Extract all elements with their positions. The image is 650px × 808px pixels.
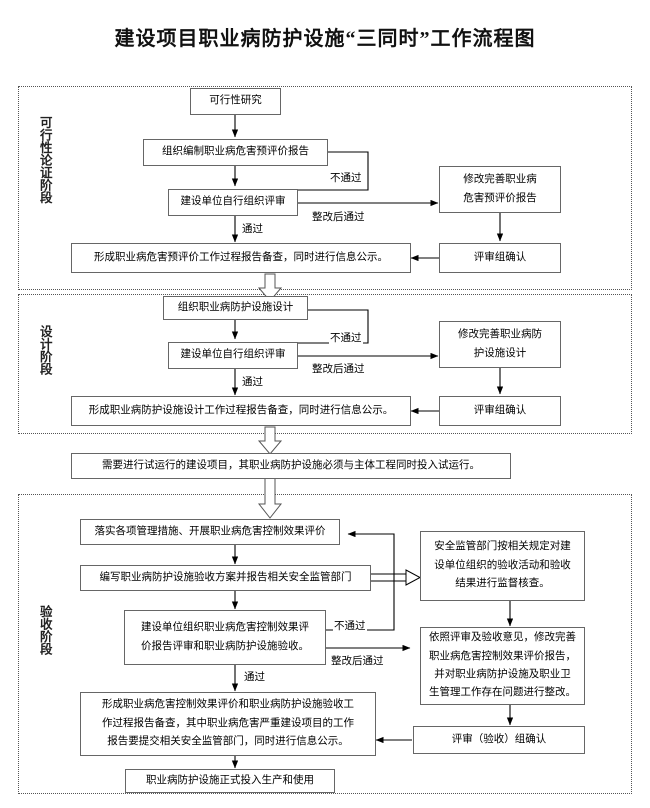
node-self-review-1[interactable]: 建设单位自行组织评审 — [168, 189, 298, 216]
edge-label-fail-2: 不通过 — [329, 330, 363, 345]
node-review-group-confirm-2[interactable]: 评审组确认 — [439, 396, 561, 426]
edge-label-pass-1: 通过 — [241, 221, 264, 236]
node-prepare-preassessment-report[interactable]: 组织编制职业病危害预评价报告 — [143, 139, 328, 166]
edge-label-pass-2: 通过 — [241, 374, 264, 389]
stage-box-feasibility — [18, 86, 632, 290]
node-acceptance-process-report[interactable]: 形成职业病危害控制效果评价和职业病防护设施验收工作过程报告备查，其中职业病危害严… — [80, 692, 376, 756]
edge-label-pass-after-fix-3: 整改后通过 — [330, 653, 385, 668]
node-write-acceptance-plan[interactable]: 编写职业病防护设施验收方案并报告相关安全监管部门 — [80, 565, 371, 591]
edge-label-fail-3: 不通过 — [333, 618, 367, 633]
node-organize-protection-design[interactable]: 组织职业病防护设施设计 — [163, 296, 308, 320]
node-preassessment-process-report[interactable]: 形成职业病危害预评价工作过程报告备查，同时进行信息公示。 — [71, 243, 411, 273]
node-organize-effect-report-review-acceptance[interactable]: 建设单位组织职业病危害控制效果评价报告评审和职业病防护设施验收。 — [124, 610, 326, 665]
node-implement-measures-effect-assessment[interactable]: 落实各项管理措施、开展职业病危害控制效果评价 — [80, 519, 340, 545]
edge-label-pass-3: 通过 — [243, 669, 266, 684]
node-facilities-into-production[interactable]: 职业病防护设施正式投入生产和使用 — [125, 769, 335, 793]
node-design-process-report[interactable]: 形成职业病防护设施设计工作过程报告备查，同时进行信息公示。 — [71, 396, 411, 426]
node-revise-preassessment-report[interactable]: 修改完善职业病危害预评价报告 — [439, 166, 561, 213]
stage-label-feasibility: 可行性论证阶段 — [37, 116, 52, 204]
node-trial-run-requirement[interactable]: 需要进行试运行的建设项目，其职业病防护设施必须与主体工程同时投入试运行。 — [71, 453, 511, 479]
stage-box-acceptance — [18, 494, 632, 794]
page-title: 建设项目职业病防护设施“三同时”工作流程图 — [114, 28, 536, 50]
node-revise-per-review-opinions[interactable]: 依照评审及验收意见，修改完善职业病危害控制效果评价报告，并对职业病防护设施及职业… — [420, 627, 585, 705]
node-review-group-confirm-1[interactable]: 评审组确认 — [439, 243, 561, 273]
stage-box-design — [18, 294, 632, 434]
node-revise-protection-design[interactable]: 修改完善职业病防护设施设计 — [439, 321, 561, 368]
node-supervision-inspection[interactable]: 安全监管部门按相关规定对建设单位组织的验收活动和验收结果进行监督核查。 — [420, 531, 585, 601]
stage-label-acceptance: 验收阶段 — [37, 605, 52, 655]
edge-label-pass-after-fix-1: 整改后通过 — [311, 209, 366, 224]
stage-label-design: 设计阶段 — [37, 325, 52, 375]
node-review-acceptance-group-confirm[interactable]: 评审（验收）组确认 — [413, 726, 585, 754]
edge-label-fail-1: 不通过 — [329, 170, 363, 185]
edge-label-pass-after-fix-2: 整改后通过 — [311, 361, 366, 376]
node-self-review-2[interactable]: 建设单位自行组织评审 — [168, 342, 298, 369]
node-feasibility-study[interactable]: 可行性研究 — [190, 88, 281, 115]
